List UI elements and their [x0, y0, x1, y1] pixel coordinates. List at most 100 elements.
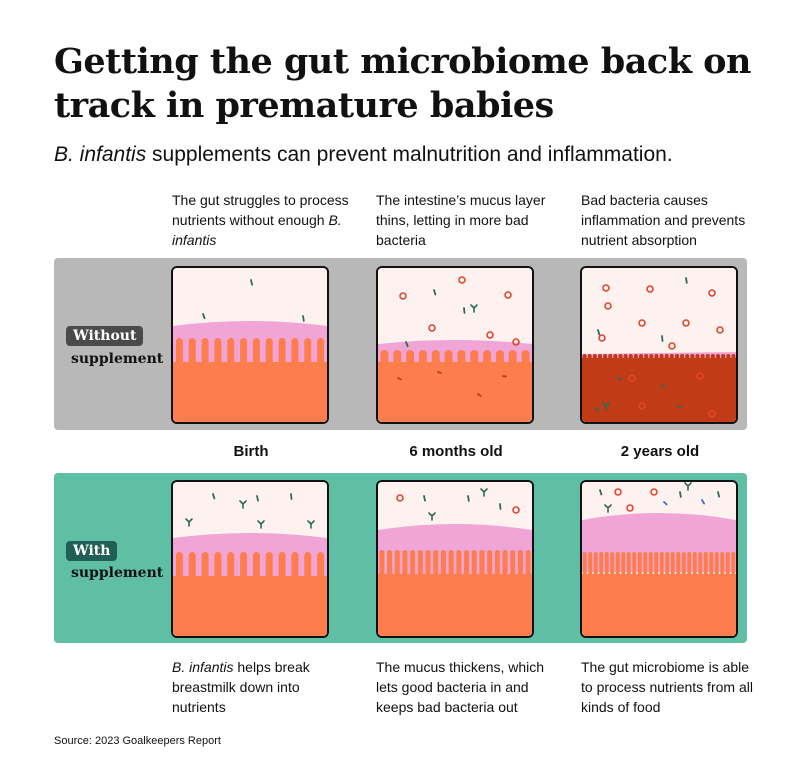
bacterium [717, 491, 720, 498]
bacterium [663, 501, 668, 506]
mucus-layer [173, 321, 327, 364]
caption-text: The mucus thickens, which lets good bact… [376, 659, 545, 715]
bacterium [661, 335, 664, 342]
good-bacterium [428, 512, 436, 521]
bad-bacterium [512, 338, 520, 346]
bad-bacterium [696, 372, 704, 380]
subtitle-species: B. infantis [54, 143, 147, 166]
bad-bacterium [604, 302, 612, 310]
panel-without-6-months [376, 266, 534, 424]
bad-bacterium [708, 410, 716, 418]
bacterium [202, 313, 206, 320]
source-note: Source: 2023 Goalkeepers Report [54, 735, 221, 747]
stage-6-months: 6 months old [409, 443, 503, 460]
good-bacterium [604, 504, 612, 513]
good-bacterium [602, 402, 610, 411]
bad-bacterium [646, 285, 654, 293]
caption-bottom-2yr: The gut microbiome is able to process nu… [581, 657, 757, 717]
bacterium [302, 315, 305, 322]
caption-text: The gut struggles to process nutrients w… [172, 192, 349, 228]
mucus-layer [582, 513, 736, 572]
bacterium [256, 495, 259, 502]
intestinal-wall [173, 552, 327, 636]
bad-bacterium [716, 326, 724, 334]
caption-species: B. infantis [172, 212, 342, 248]
panel-with-2-years [580, 480, 738, 638]
intestinal-wall [378, 550, 532, 636]
bad-bacterium [602, 284, 610, 292]
bacterium [499, 503, 502, 510]
bad-bacterium [708, 289, 716, 297]
subtitle-text: supplements can prevent malnutrition and… [146, 143, 673, 166]
stage-2-years: 2 years old [620, 443, 700, 460]
bad-bacterium [512, 506, 520, 514]
with-pill: With [66, 541, 118, 561]
bad-bacterium [428, 324, 436, 332]
panel-illustration [378, 268, 532, 422]
intestinal-wall [582, 552, 736, 636]
caption-bottom-6mo: The mucus thickens, which lets good bact… [376, 657, 558, 717]
panel-without-2-years [580, 266, 738, 424]
bad-bacterium [638, 402, 646, 410]
good-bacterium [470, 304, 478, 313]
bacterium [597, 329, 601, 336]
good-bacterium [480, 488, 488, 497]
bad-bacterium [638, 319, 646, 327]
page-subtitle: B. infantis supplements can prevent maln… [54, 142, 774, 168]
caption-text: helps break breastmilk down into nutrien… [172, 659, 310, 715]
bacterium [423, 495, 426, 502]
bacterium [599, 489, 603, 496]
bad-bacterium [486, 331, 494, 339]
caption-bottom-birth: B. infantis helps break breastmilk down … [172, 657, 352, 717]
bacterium [477, 393, 482, 397]
bacterium [212, 493, 216, 500]
mucus-layer [378, 524, 532, 574]
good-bacterium [185, 518, 193, 527]
bacterium [433, 289, 437, 296]
bad-bacterium [650, 488, 658, 496]
without-pill: Without [66, 326, 144, 346]
bad-bacterium [626, 504, 634, 512]
without-label: supplement [71, 351, 164, 367]
good-bacterium [239, 500, 247, 509]
bad-bacterium [628, 374, 636, 382]
panel-illustration [582, 482, 736, 636]
bacterium [290, 493, 293, 500]
caption-top-6mo: The intestine’s mucus layer thins, letti… [376, 190, 556, 250]
mucus-layer [378, 340, 532, 362]
bad-bacterium [668, 342, 676, 350]
intestinal-wall [173, 338, 327, 422]
mucus-layer [173, 533, 327, 578]
caption-text: Bad bacteria causes inflammation and pre… [581, 192, 746, 248]
caption-text: The gut microbiome is able to process nu… [581, 659, 753, 715]
bacterium [437, 371, 442, 374]
bacterium [397, 377, 402, 381]
panel-illustration [582, 268, 736, 422]
bacterium [250, 279, 253, 286]
bacterium [679, 491, 682, 498]
with-label: supplement [71, 565, 164, 581]
bad-bacterium [399, 292, 407, 300]
bad-bacterium [504, 291, 512, 299]
stage-birth: Birth [233, 443, 269, 460]
bacterium [595, 407, 600, 412]
good-bacterium [684, 482, 692, 491]
bacterium [405, 341, 409, 348]
bacterium [617, 377, 622, 381]
intestinal-wall [582, 353, 736, 422]
panel-with-birth [171, 480, 329, 638]
panel-illustration [173, 482, 327, 636]
bad-bacterium [396, 494, 404, 502]
good-bacterium [257, 520, 265, 529]
bacterium [685, 277, 688, 284]
bad-bacterium [458, 276, 466, 284]
panel-with-6-months [376, 480, 534, 638]
page-title: Getting the gut microbiome back on track… [54, 41, 751, 126]
bad-bacterium [614, 488, 622, 496]
caption-top-birth: The gut struggles to process nutrients w… [172, 190, 352, 250]
panel-without-birth [171, 266, 329, 424]
caption-top-2yr: Bad bacteria causes inflammation and pre… [581, 190, 757, 250]
good-bacterium [307, 520, 315, 529]
bad-bacterium [598, 334, 606, 342]
bacterium [463, 307, 466, 314]
